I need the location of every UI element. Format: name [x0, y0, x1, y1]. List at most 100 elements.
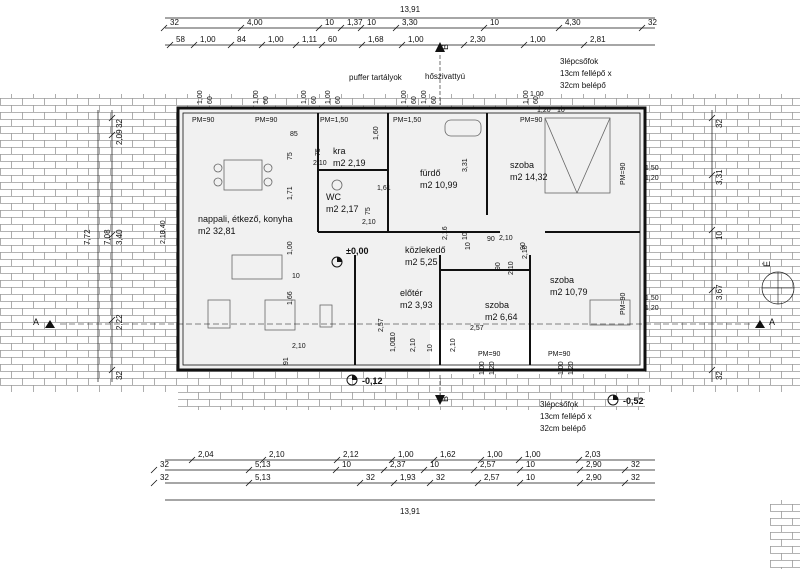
top-total-label: 13,91 — [400, 5, 421, 14]
top-row1-label-1: 4,00 — [247, 18, 263, 27]
window-height-label-7: 60 — [335, 96, 342, 104]
bottom-row1-label-6: 1,00 — [525, 450, 541, 459]
top-row2-label-8: 2,30 — [470, 35, 486, 44]
window-height-label-6: 1,00 — [325, 90, 332, 104]
opening-dim-label-40: 10 — [427, 344, 434, 352]
left-total-label: 7,72 — [83, 229, 92, 245]
right-dim-label-3: 3,67 — [715, 284, 724, 300]
bottom-row1-label-5: 1,00 — [487, 450, 503, 459]
bottom-row3-tick-3 — [390, 479, 398, 487]
top-row1-tick-2 — [315, 24, 323, 32]
right-dim-tick-0 — [708, 114, 716, 122]
bottom-row2-label-4: 10 — [430, 460, 439, 469]
top-row1-label-0: 32 — [170, 18, 179, 27]
stair-top-line3: 32cm belépő — [560, 81, 606, 90]
opening-dim-label-22: 90 — [520, 242, 527, 250]
right-dim-tick-2 — [708, 226, 716, 234]
bottom-row3-tick-8 — [621, 479, 629, 487]
opening-dim-label-37: 1,50 — [645, 295, 659, 302]
room-area-3: m2 2,17 — [326, 204, 359, 214]
window-pm-label-7: PM=90 — [478, 351, 500, 358]
opening-dim-label-4: 1,60 — [373, 126, 380, 140]
opening-dim-label-6: 75 — [287, 152, 294, 160]
left-dim-label-4: 32 — [115, 371, 124, 380]
top-row2-label-4: 1,11 — [302, 35, 318, 44]
bottom-row1-tick-7 — [575, 456, 583, 464]
left-dim-label-2: 3,40 — [115, 229, 124, 245]
bottom-row2-tick-0 — [150, 466, 158, 474]
window-height-label-2: 1,00 — [253, 90, 260, 104]
hoszivattyu-label: hőszivattyú — [425, 72, 465, 81]
level-entry-label: -0,12 — [362, 376, 383, 386]
top-row2-tick-10 — [580, 41, 588, 49]
window-height-label-5: 60 — [311, 96, 318, 104]
bottom-row3-label-5: 2,57 — [484, 473, 500, 482]
bottom-row3-tick-0 — [150, 479, 158, 487]
bottom-row3-label-7: 2,90 — [586, 473, 602, 482]
bottom-row3-tick-4 — [426, 479, 434, 487]
opening-dim-label-10: 1,71 — [287, 186, 294, 200]
window-pm-label-3: PM=1,50 — [393, 117, 421, 124]
left-dim-tick-2 — [108, 231, 116, 239]
room-area-2: m2 14,32 — [510, 172, 548, 182]
bottom-row1-tick-2 — [333, 456, 341, 464]
top-row1-tick-0 — [160, 24, 168, 32]
bottom-row3-label-1: 5,13 — [255, 473, 271, 482]
top-row1-label-8: 32 — [648, 18, 657, 27]
bottom-row1-label-3: 1,00 — [398, 450, 414, 459]
top-row1-tick-7 — [555, 24, 563, 32]
bottom-row1-tick-5 — [477, 456, 485, 464]
bottom-row3-label-3: 1,93 — [400, 473, 416, 482]
bottom-row3-tick-6 — [516, 479, 524, 487]
furniture — [207, 117, 631, 331]
opening-dim-label-28: 2,10 — [508, 261, 515, 275]
left-dim-tick-3 — [108, 316, 116, 324]
right-dim-label-1: 3,31 — [715, 169, 724, 185]
room-name-8: szoba — [550, 275, 574, 285]
stair-top-line1: 3lépcsőfok — [560, 57, 599, 66]
room-area-8: m2 10,79 — [550, 287, 588, 297]
opening-dim-label-11: 1,00 — [287, 241, 294, 255]
top-row1-label-7: 4,30 — [565, 18, 581, 27]
stair-bottom-line3: 32cm belépő — [540, 424, 586, 433]
stair-bottom-line1: 3lépcsőfok — [540, 400, 579, 409]
opening-dim-label-21: 2,10 — [499, 235, 513, 242]
opening-dim-label-33: 1,00 — [558, 361, 565, 375]
top-row2-tick-6 — [358, 41, 366, 49]
bottom-row1-tick-3 — [388, 456, 396, 464]
left-dim-label-1: 2,09 — [115, 129, 124, 145]
section-b-bottom-label: B — [440, 396, 450, 402]
bottom-row1-label-1: 2,10 — [269, 450, 285, 459]
level-markers — [331, 256, 619, 406]
bottom-row2-tick-1 — [245, 466, 253, 474]
opening-dim-label-26: 10 — [462, 232, 469, 240]
cutout-bottom-right — [430, 330, 645, 374]
bottom-row3-tick-5 — [474, 479, 482, 487]
top-row1-tick-6 — [480, 24, 488, 32]
bottom-row3-label-0: 32 — [160, 473, 169, 482]
bottom-row2-label-2: 10 — [342, 460, 351, 469]
bottom-total-label: 13,91 — [400, 507, 421, 516]
opening-dim-label-1: 2,10 — [313, 160, 327, 167]
opening-dim-label-42: 1,20 — [537, 107, 551, 114]
opening-dim-label-25: 3,31 — [462, 158, 469, 172]
window-pm-label-4: PM=90 — [520, 117, 542, 124]
level-side-label: -0,52 — [623, 396, 644, 406]
opening-dim-label-43: 1,00 — [530, 91, 544, 98]
window-pm-label-1: PM=90 — [255, 117, 277, 124]
room-name-0: kra — [333, 146, 346, 156]
top-row1-label-2: 10 — [325, 18, 334, 27]
opening-dim-label-7: 1,61 — [377, 185, 391, 192]
top-row2-label-0: 58 — [176, 35, 185, 44]
brick-area-corner — [770, 500, 800, 569]
left-dim-tick-0 — [108, 114, 116, 122]
bottom-row1-label-0: 2,04 — [198, 450, 214, 459]
stair-top-line2: 13cm fellépő x — [560, 69, 612, 78]
bottom-row2-label-1: 5,13 — [255, 460, 271, 469]
window-height-label-10: 1,00 — [421, 90, 428, 104]
bottom-row1-tick-1 — [259, 456, 267, 464]
room-name-1: fürdő — [420, 168, 441, 178]
